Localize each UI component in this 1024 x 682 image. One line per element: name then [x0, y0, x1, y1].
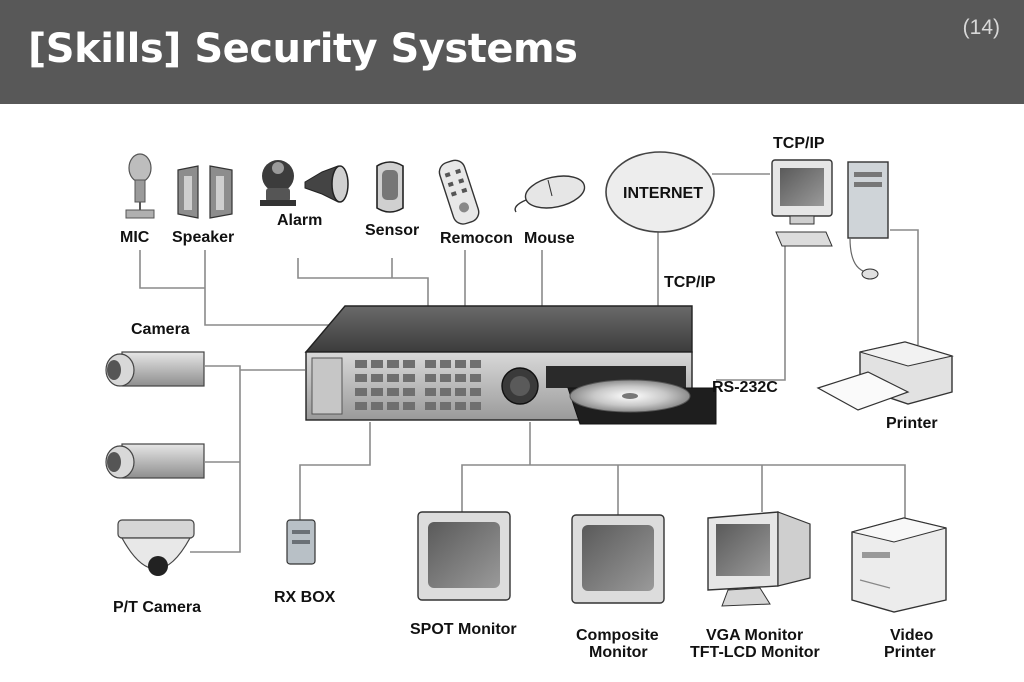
tcpip-top-label: TCP/IP	[773, 135, 825, 152]
video-printer-label-1: Video	[890, 627, 934, 644]
camera-label: Camera	[131, 321, 190, 338]
composite-monitor-label-1: Composite	[576, 627, 659, 644]
rs232c-label: RS-232C	[712, 379, 778, 396]
remocon-label: Remocon	[440, 230, 513, 247]
mic-label: MIC	[120, 229, 150, 246]
vga-monitor-label-1: VGA Monitor	[706, 627, 803, 644]
speaker-label: Speaker	[172, 229, 234, 246]
pt-camera-icon	[117, 519, 195, 576]
vga-monitor-label-2: TFT-LCD Monitor	[690, 644, 820, 661]
alarm-icon	[260, 160, 349, 206]
mic-icon	[125, 153, 155, 219]
sensor-label: Sensor	[365, 222, 419, 239]
slide-title: [Skills] Security Systems	[28, 26, 578, 72]
printer-label: Printer	[886, 415, 938, 432]
rx-box-label: RX BOX	[274, 589, 336, 606]
internet-cloud-icon	[605, 151, 715, 233]
slide-header: [Skills] Security Systems (14)	[0, 0, 1024, 104]
spot-monitor-label: SPOT Monitor	[410, 621, 517, 638]
page-number: (14)	[962, 16, 1000, 39]
internet-label: INTERNET	[623, 185, 703, 202]
dvr-recorder-icon	[304, 305, 717, 425]
composite-monitor-label-2: Monitor	[589, 644, 648, 661]
spot-monitor-icon	[417, 511, 511, 601]
video-printer-icon	[851, 517, 947, 613]
mouse-label: Mouse	[524, 230, 575, 247]
security-system-diagram: MIC Speaker Alarm Sensor Remocon Mouse	[105, 135, 954, 661]
computer-icon	[771, 159, 889, 280]
printer-icon	[816, 341, 954, 411]
speaker-icon	[177, 165, 233, 219]
vga-monitor-icon	[707, 511, 811, 607]
camera-icon	[105, 351, 205, 387]
rx-box-icon	[286, 519, 316, 565]
sensor-icon	[376, 161, 404, 213]
mouse-icon	[514, 175, 586, 213]
composite-monitor-icon	[571, 514, 665, 604]
video-printer-label-2: Printer	[884, 644, 936, 661]
tcpip-mid-label: TCP/IP	[664, 274, 716, 291]
pt-camera-label: P/T Camera	[113, 599, 201, 616]
camera-icon	[105, 443, 205, 479]
alarm-label: Alarm	[277, 212, 322, 229]
connection-wires	[139, 173, 919, 553]
remote-control-icon	[438, 159, 480, 225]
